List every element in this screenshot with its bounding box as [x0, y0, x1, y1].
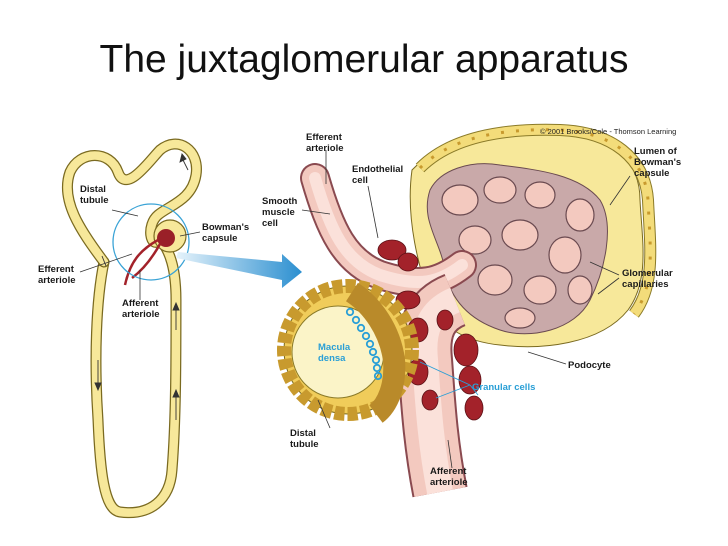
label-efferent-arteriole: Efferent arteriole: [306, 132, 345, 154]
glomerular-tuft: [426, 163, 608, 335]
label-macula-densa: Macula densa: [318, 342, 353, 364]
label-endothelial-cell: Endothelial cell: [352, 164, 406, 186]
label-glomerular-capillaries: Glomerular capillaries: [622, 268, 675, 290]
label-distal-tubule: Distal tubule: [290, 428, 319, 450]
copyright-text: © 2001 Brooks/Cole - Thomson Learning: [540, 127, 676, 136]
page-title: The juxtaglomerular apparatus: [99, 38, 629, 81]
label-lumen-of-bowmans-capsule: Lumen of Bowman's capsule: [634, 146, 684, 179]
granular-cells: [377, 239, 484, 421]
capsule-epithelium: [415, 123, 657, 318]
label-smooth-muscle-cell: Smooth muscle cell: [262, 196, 300, 229]
left-label-distal-tubule: Distal tubule: [80, 184, 109, 206]
macula-densa-nuclei: [345, 307, 383, 381]
left-label-afferent-arteriole: Afferent arteriole: [122, 298, 161, 320]
distal-tubule-cross-section: [277, 279, 419, 423]
zoom-circle: [112, 203, 190, 281]
left-label-efferent-arteriole: Efferent arteriole: [38, 264, 77, 286]
left-label-bowmans-capsule: Bowman's capsule: [202, 222, 252, 244]
flow-arrows: [94, 153, 189, 420]
detailed-view: [277, 123, 657, 498]
label-granular-cells: Granular cells: [472, 382, 535, 393]
label-podocyte: Podocyte: [568, 360, 611, 371]
zoom-arrow: [176, 252, 302, 288]
label-afferent-arteriole: Afferent arteriole: [430, 466, 469, 488]
nephron-overview: [61, 138, 202, 519]
